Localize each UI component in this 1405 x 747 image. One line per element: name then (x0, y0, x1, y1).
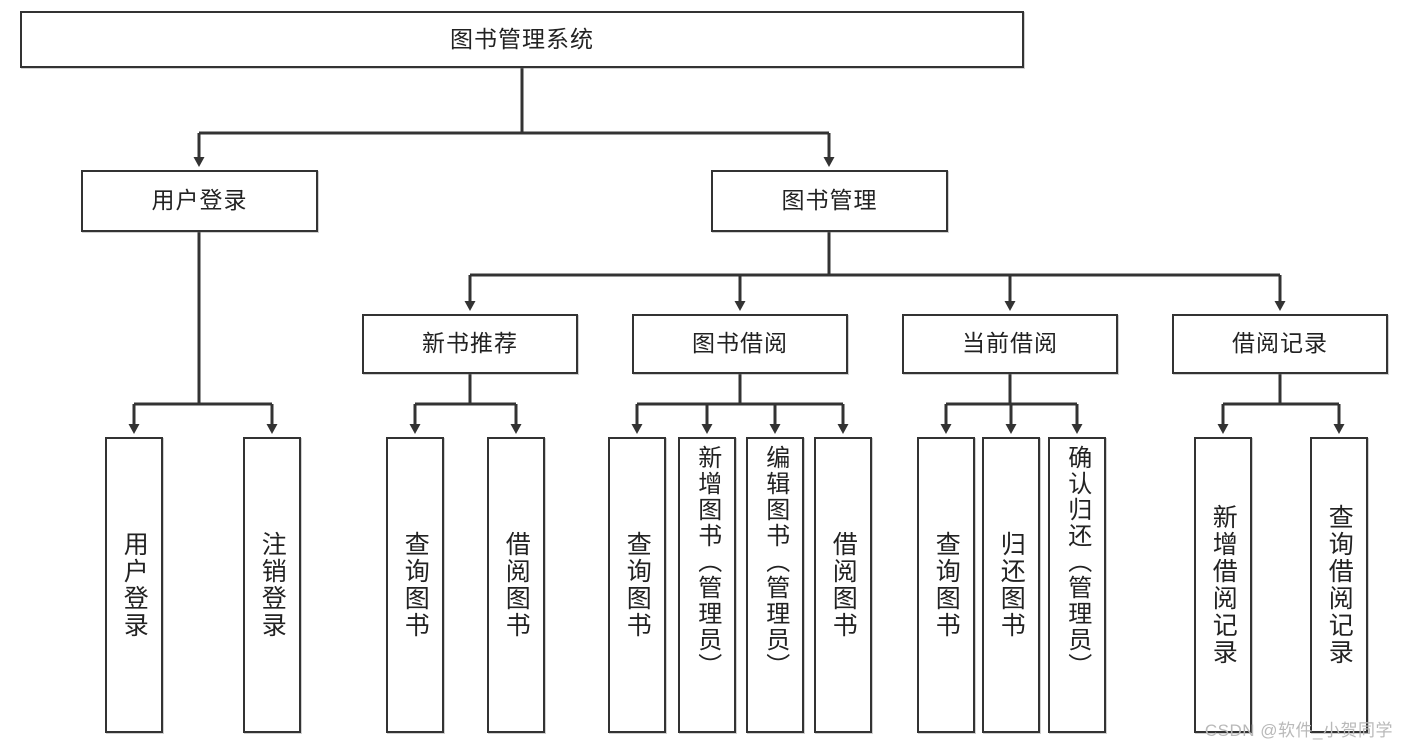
node-new-book-recommend[interactable]: 新书推荐 (362, 314, 578, 374)
leaf-return-book[interactable]: 归还图书 (982, 437, 1040, 733)
node-label: 用户登录 (151, 187, 248, 214)
node-label: 查询图书 (932, 531, 961, 639)
node-label: 查询借阅记录 (1325, 504, 1354, 666)
node-label: 借阅图书 (829, 531, 858, 639)
node-root-system[interactable]: 图书管理系统 (20, 11, 1024, 68)
node-label: 新书推荐 (422, 330, 518, 357)
node-current-borrow[interactable]: 当前借阅 (902, 314, 1118, 374)
node-label: 归还图书 (997, 531, 1026, 639)
node-label: 新增借阅记录 (1209, 504, 1238, 666)
leaf-borrow-book-borrow[interactable]: 借阅图书 (814, 437, 872, 733)
node-label: 图书管理 (781, 187, 878, 214)
node-label: 借阅图书 (502, 531, 531, 639)
leaf-query-book-borrow[interactable]: 查询图书 (608, 437, 666, 733)
node-label: 编辑图书（管理员） (761, 445, 789, 679)
node-label: 查询图书 (401, 531, 430, 639)
node-label: 当前借阅 (962, 330, 1058, 357)
leaf-query-borrow-record[interactable]: 查询借阅记录 (1310, 437, 1368, 733)
leaf-query-book-current[interactable]: 查询图书 (917, 437, 975, 733)
node-book-borrow[interactable]: 图书借阅 (632, 314, 848, 374)
node-book-management[interactable]: 图书管理 (711, 170, 948, 232)
leaf-add-borrow-record[interactable]: 新增借阅记录 (1194, 437, 1252, 733)
node-label: 借阅记录 (1232, 330, 1328, 357)
node-label: 图书管理系统 (450, 25, 594, 52)
node-label: 图书借阅 (692, 330, 788, 357)
node-label: 注销登录 (258, 531, 287, 639)
node-label: 新增图书（管理员） (693, 445, 721, 679)
node-label: 查询图书 (623, 531, 652, 639)
leaf-user-logout[interactable]: 注销登录 (243, 437, 301, 733)
watermark-text: CSDN @软件_小贺同学 (1204, 721, 1393, 740)
leaf-edit-book-admin[interactable]: 编辑图书（管理员） (746, 437, 804, 733)
node-user-login[interactable]: 用户登录 (81, 170, 318, 232)
node-label: 确认归还（管理员） (1063, 445, 1091, 679)
leaf-add-book-admin[interactable]: 新增图书（管理员） (678, 437, 736, 733)
node-borrow-record[interactable]: 借阅记录 (1172, 314, 1388, 374)
leaf-borrow-book-recommend[interactable]: 借阅图书 (487, 437, 545, 733)
node-label: 用户登录 (120, 531, 149, 639)
leaf-user-login[interactable]: 用户登录 (105, 437, 163, 733)
leaf-query-book-recommend[interactable]: 查询图书 (386, 437, 444, 733)
leaf-confirm-return-admin[interactable]: 确认归还（管理员） (1048, 437, 1106, 733)
